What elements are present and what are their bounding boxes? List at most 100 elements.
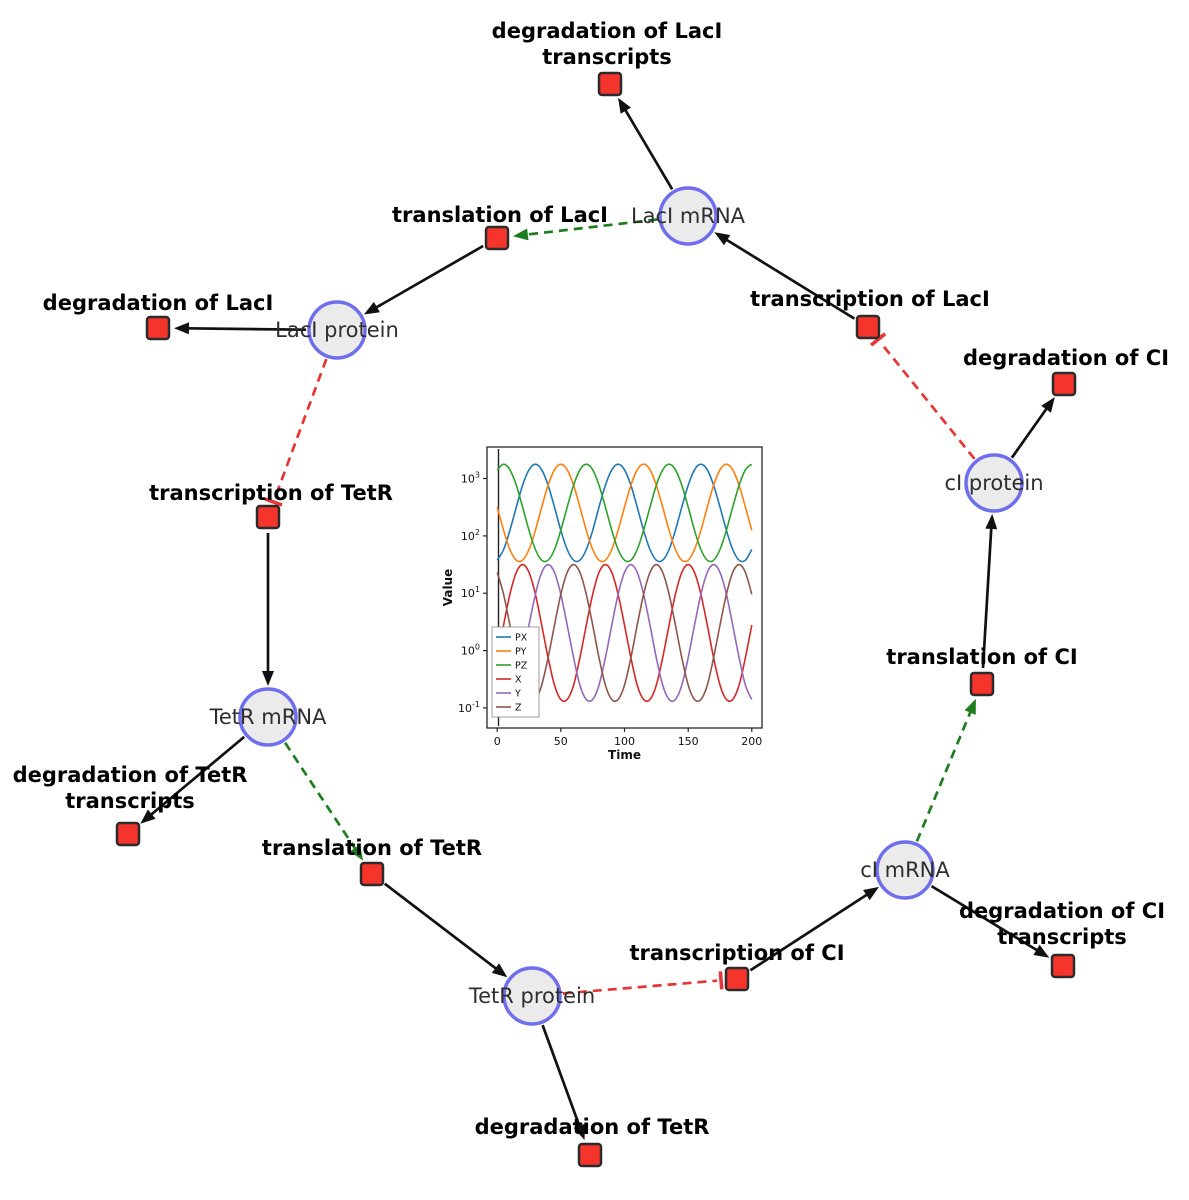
reaction-label-tl-laci: translation of LacI <box>392 203 608 227</box>
series-line-Z <box>496 563 753 703</box>
edge-ci-protein-tc-laci-inhibition <box>869 332 976 460</box>
reaction-node-deg-laci[interactable] <box>145 315 171 341</box>
reaction-node-tc-laci[interactable] <box>855 314 881 340</box>
species-node-tetr-mrna[interactable] <box>238 687 298 747</box>
arrowhead <box>964 698 976 715</box>
legend-box <box>491 626 540 718</box>
reaction-label-deg-tetr-tx-line2: transcripts <box>65 789 195 813</box>
edge-laci-protein-deg-laci-consumption <box>174 322 307 335</box>
reaction-node-tc-tetr[interactable] <box>255 504 281 530</box>
reaction-square[interactable] <box>855 314 881 340</box>
inhibition-tee <box>264 497 283 507</box>
reaction-square[interactable] <box>359 861 385 887</box>
x-tick-label: 0 <box>494 735 501 748</box>
reaction-label-deg-tetr-tx-line1: degradation of TetR <box>13 763 248 787</box>
legend-label-PZ: PZ <box>515 661 528 672</box>
reaction-square[interactable] <box>1051 371 1077 397</box>
arrowhead <box>714 232 731 246</box>
y-tick-label: 10-1 <box>458 700 480 715</box>
edge-laci-mrna-deg-laci-tx-consumption <box>618 97 674 190</box>
inhibition-tee <box>869 332 887 347</box>
reaction-node-tc-ci[interactable] <box>724 966 750 992</box>
reaction-square[interactable] <box>255 504 281 530</box>
y-axis-label: Value <box>441 569 455 607</box>
reaction-square[interactable] <box>115 821 141 847</box>
species-node-tetr-protein[interactable] <box>502 966 562 1026</box>
reaction-square[interactable] <box>577 1142 603 1168</box>
species-label-laci-protein: LacI protein <box>275 318 399 342</box>
series-line-Y <box>496 563 753 703</box>
reaction-square[interactable] <box>145 315 171 341</box>
arrowhead <box>349 844 364 861</box>
legend-label-X: X <box>515 675 522 686</box>
reaction-node-deg-laci-tx[interactable] <box>597 71 623 97</box>
reaction-node-deg-ci-tx[interactable] <box>1050 953 1076 979</box>
species-circle[interactable] <box>875 840 935 900</box>
arrowhead <box>618 97 631 114</box>
reaction-node-deg-ci[interactable] <box>1051 371 1077 397</box>
species-node-ci-protein[interactable] <box>964 453 1024 513</box>
reaction-label-deg-ci-tx-line1: degradation of CI <box>959 899 1165 923</box>
reaction-node-deg-tetr[interactable] <box>577 1142 603 1168</box>
reaction-node-tl-ci[interactable] <box>969 671 995 697</box>
reaction-square[interactable] <box>724 966 750 992</box>
arrowhead <box>1033 944 1050 958</box>
species-label-ci-mrna: cI mRNA <box>860 858 950 882</box>
species-circle[interactable] <box>307 300 367 360</box>
y-tick-label: 101 <box>461 585 480 600</box>
arrowhead <box>1041 397 1055 413</box>
arrowhead <box>491 963 508 978</box>
species-circle[interactable] <box>238 687 298 747</box>
reaction-label-deg-laci-tx-line2: transcripts <box>542 45 672 69</box>
species-circle[interactable] <box>964 453 1024 513</box>
species-label-laci-mrna: LacI mRNA <box>631 204 746 228</box>
edge-tl-laci-laci-protein-production <box>363 244 484 315</box>
series-line-PZ <box>496 463 753 563</box>
legend-label-Y: Y <box>514 689 521 700</box>
edge-tl-ci-ci-protein-production <box>981 513 998 669</box>
arrowhead <box>140 809 156 824</box>
reaction-label-tc-tetr: transcription of TetR <box>149 481 393 505</box>
legend-label-Z: Z <box>515 703 522 714</box>
species-node-laci-protein[interactable] <box>307 300 367 360</box>
reaction-node-deg-tetr-tx[interactable] <box>115 821 141 847</box>
edge-ci-protein-deg-ci-consumption <box>1010 397 1055 459</box>
reaction-label-tc-ci: transcription of CI <box>629 941 844 965</box>
species-circle[interactable] <box>502 966 562 1026</box>
species-node-ci-mrna[interactable] <box>875 840 935 900</box>
species-label-tetr-protein: TetR protein <box>468 984 595 1008</box>
edge-tetr-protein-tc-ci-inhibition <box>562 971 724 995</box>
edge-layer <box>140 97 1055 1140</box>
node-layer <box>115 71 1077 1168</box>
reaction-node-tl-laci[interactable] <box>484 225 510 251</box>
species-node-laci-mrna[interactable] <box>658 186 718 246</box>
edge-laci-protein-tc-tetr-inhibition <box>264 358 328 507</box>
x-tick-label: 150 <box>678 735 699 748</box>
reaction-square[interactable] <box>597 71 623 97</box>
legend-label-PY: PY <box>515 647 527 658</box>
series-line-PX <box>496 463 753 563</box>
species-label-ci-protein: cI protein <box>944 471 1043 495</box>
x-tick-label: 200 <box>741 735 762 748</box>
reaction-square[interactable] <box>969 671 995 697</box>
edge-tc-laci-laci-mrna-production <box>714 232 856 320</box>
arrowhead <box>262 671 274 686</box>
reaction-node-tl-tetr[interactable] <box>359 861 385 887</box>
reaction-square[interactable] <box>1050 953 1076 979</box>
arrowhead <box>363 301 380 315</box>
reaction-square[interactable] <box>484 225 510 251</box>
reaction-label-deg-tetr: degradation of TetR <box>475 1115 710 1139</box>
species-circle[interactable] <box>658 186 718 246</box>
reaction-label-tc-laci: transcription of LacI <box>750 287 990 311</box>
x-axis-label: Time <box>608 748 641 762</box>
reaction-label-deg-ci-tx-line2: transcripts <box>997 925 1127 949</box>
arrowhead <box>174 322 190 335</box>
edge-tetr-mrna-deg-tetr-tx-consumption <box>140 735 246 824</box>
reaction-label-deg-ci: degradation of CI <box>963 346 1169 370</box>
arrowhead <box>985 513 998 530</box>
inhibition-tee <box>718 971 724 990</box>
